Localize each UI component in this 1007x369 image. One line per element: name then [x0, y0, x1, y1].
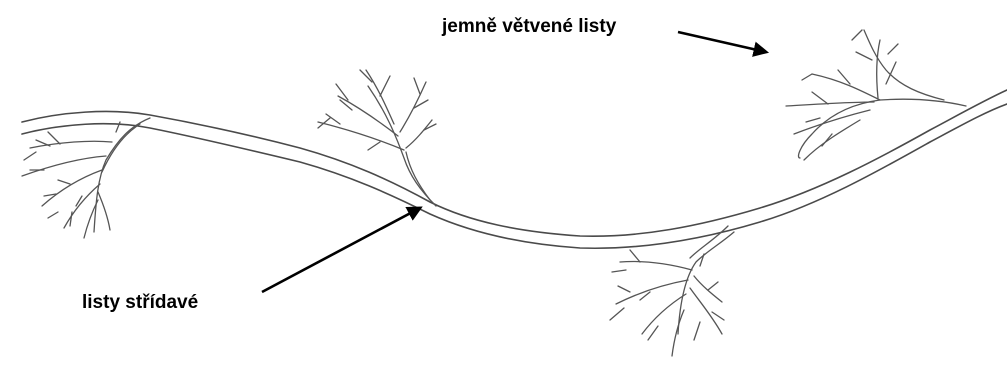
- leaf-left: [22, 118, 150, 238]
- arrow-to-stem-node: [262, 208, 420, 292]
- leaf-lower-middle: [610, 226, 734, 356]
- leaf-upper-middle: [318, 70, 436, 206]
- label-finely-branched-leaves: jemně větvené listy: [442, 16, 616, 38]
- label-alternate-leaves: listy střídavé: [82, 292, 198, 314]
- main-stem: [22, 90, 1007, 248]
- arrow-to-upper-leaf: [678, 32, 766, 52]
- leaf-upper-right: [786, 30, 966, 160]
